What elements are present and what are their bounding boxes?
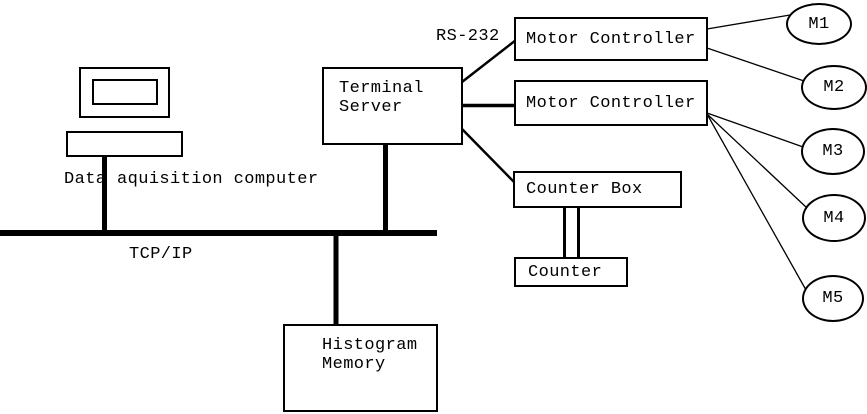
motor-label: M4 — [823, 208, 845, 228]
motor-node-m4: M4 — [802, 194, 866, 242]
motor-node-m2: M2 — [801, 65, 867, 110]
motor-controller-1-box: Motor Controller — [514, 17, 708, 61]
motor-controller-2-box: Motor Controller — [514, 80, 708, 126]
motor-controller-2-to-m5-line — [706, 113, 807, 291]
motor-label: M2 — [823, 78, 845, 97]
counter-box: Counter — [514, 257, 628, 287]
motor-node-m1: M1 — [786, 3, 852, 45]
data-acquisition-computer-caption: Data aquisition computer — [64, 170, 319, 189]
motor-controller-2-to-m4-line — [706, 113, 808, 209]
histogram-memory-box: Histogram Memory — [283, 324, 438, 412]
motor-controller-1-to-m2-line — [706, 47, 808, 83]
computer-monitor-icon — [79, 67, 170, 118]
terminal-server-to-counter-box-line — [461, 128, 517, 185]
counter-box-box: Counter Box — [513, 171, 682, 208]
rs232-label: RS-232 — [436, 27, 500, 46]
motor-controller-2-to-m3-line — [706, 112, 807, 149]
motor-label: M1 — [808, 14, 830, 34]
motor-label: M5 — [822, 289, 844, 308]
monitor-screen — [92, 79, 158, 105]
terminal-server-to-motor-controller-1-line — [461, 39, 517, 83]
terminal-server-box: Terminal Server — [322, 67, 463, 145]
motor-node-m5: M5 — [802, 275, 864, 322]
motor-controller-1-to-m1-line — [706, 14, 791, 30]
tcpip-label: TCP/IP — [129, 245, 193, 264]
motor-label: M3 — [822, 142, 844, 161]
computer-keyboard-icon — [66, 131, 183, 157]
motor-node-m3: M3 — [801, 128, 865, 175]
